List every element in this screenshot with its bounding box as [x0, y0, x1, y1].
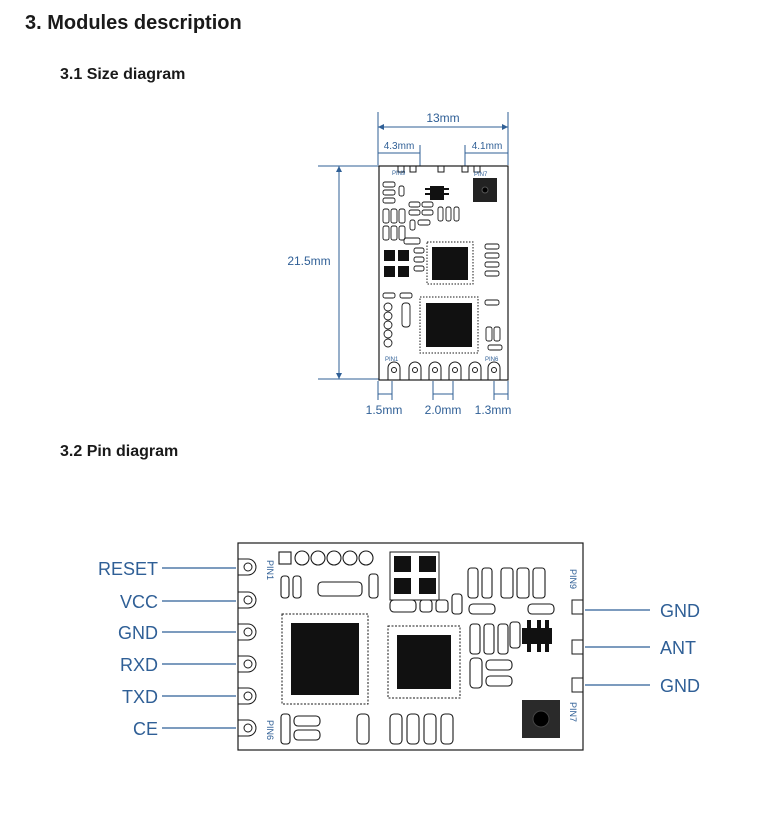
pin-label-rxd: RXD [120, 655, 158, 675]
pin-label-reset: RESET [98, 559, 158, 579]
pin-diagram-heading: 3.2 Pin diagram [60, 443, 179, 460]
top-pin7-label: PIN7 [474, 172, 488, 178]
size-diagram-heading: 3.1 Size diagram [60, 66, 186, 83]
pin9-label: PIN9 [568, 569, 578, 589]
left-offset-label: 4.3mm [384, 141, 415, 152]
pin7-label: PIN7 [568, 702, 578, 722]
height-label: 21.5mm [287, 254, 330, 268]
pin-label-vcc: VCC [120, 592, 158, 612]
pin1-label: PIN1 [265, 560, 275, 580]
top-pin1-label: PIN1 [385, 357, 399, 363]
pin-label-ant: ANT [660, 638, 696, 658]
bottom-left-label: 1.5mm [366, 403, 403, 417]
module-board-top: PIN9 PIN7 [378, 165, 509, 381]
pin6-label: PIN6 [265, 720, 275, 740]
width-label: 13mm [426, 111, 459, 125]
pin-label-gnd-right-top: GND [660, 601, 700, 621]
bottom-pitch-label: 2.0mm [425, 403, 462, 417]
top-pin6-label: PIN6 [485, 357, 499, 363]
pin-label-txd: TXD [122, 687, 158, 707]
pin-label-ce: CE [133, 719, 158, 739]
pin-label-gnd-left: GND [118, 623, 158, 643]
top-pin9-label: PIN9 [392, 171, 406, 177]
pin-label-gnd-right-bottom: GND [660, 676, 700, 696]
section-title: 3. Modules description [25, 12, 242, 34]
right-offset-label: 4.1mm [472, 141, 503, 152]
module-board-pins: PIN1 PIN6 PIN9 PIN7 [162, 542, 650, 751]
bottom-right-label: 1.3mm [475, 403, 512, 417]
